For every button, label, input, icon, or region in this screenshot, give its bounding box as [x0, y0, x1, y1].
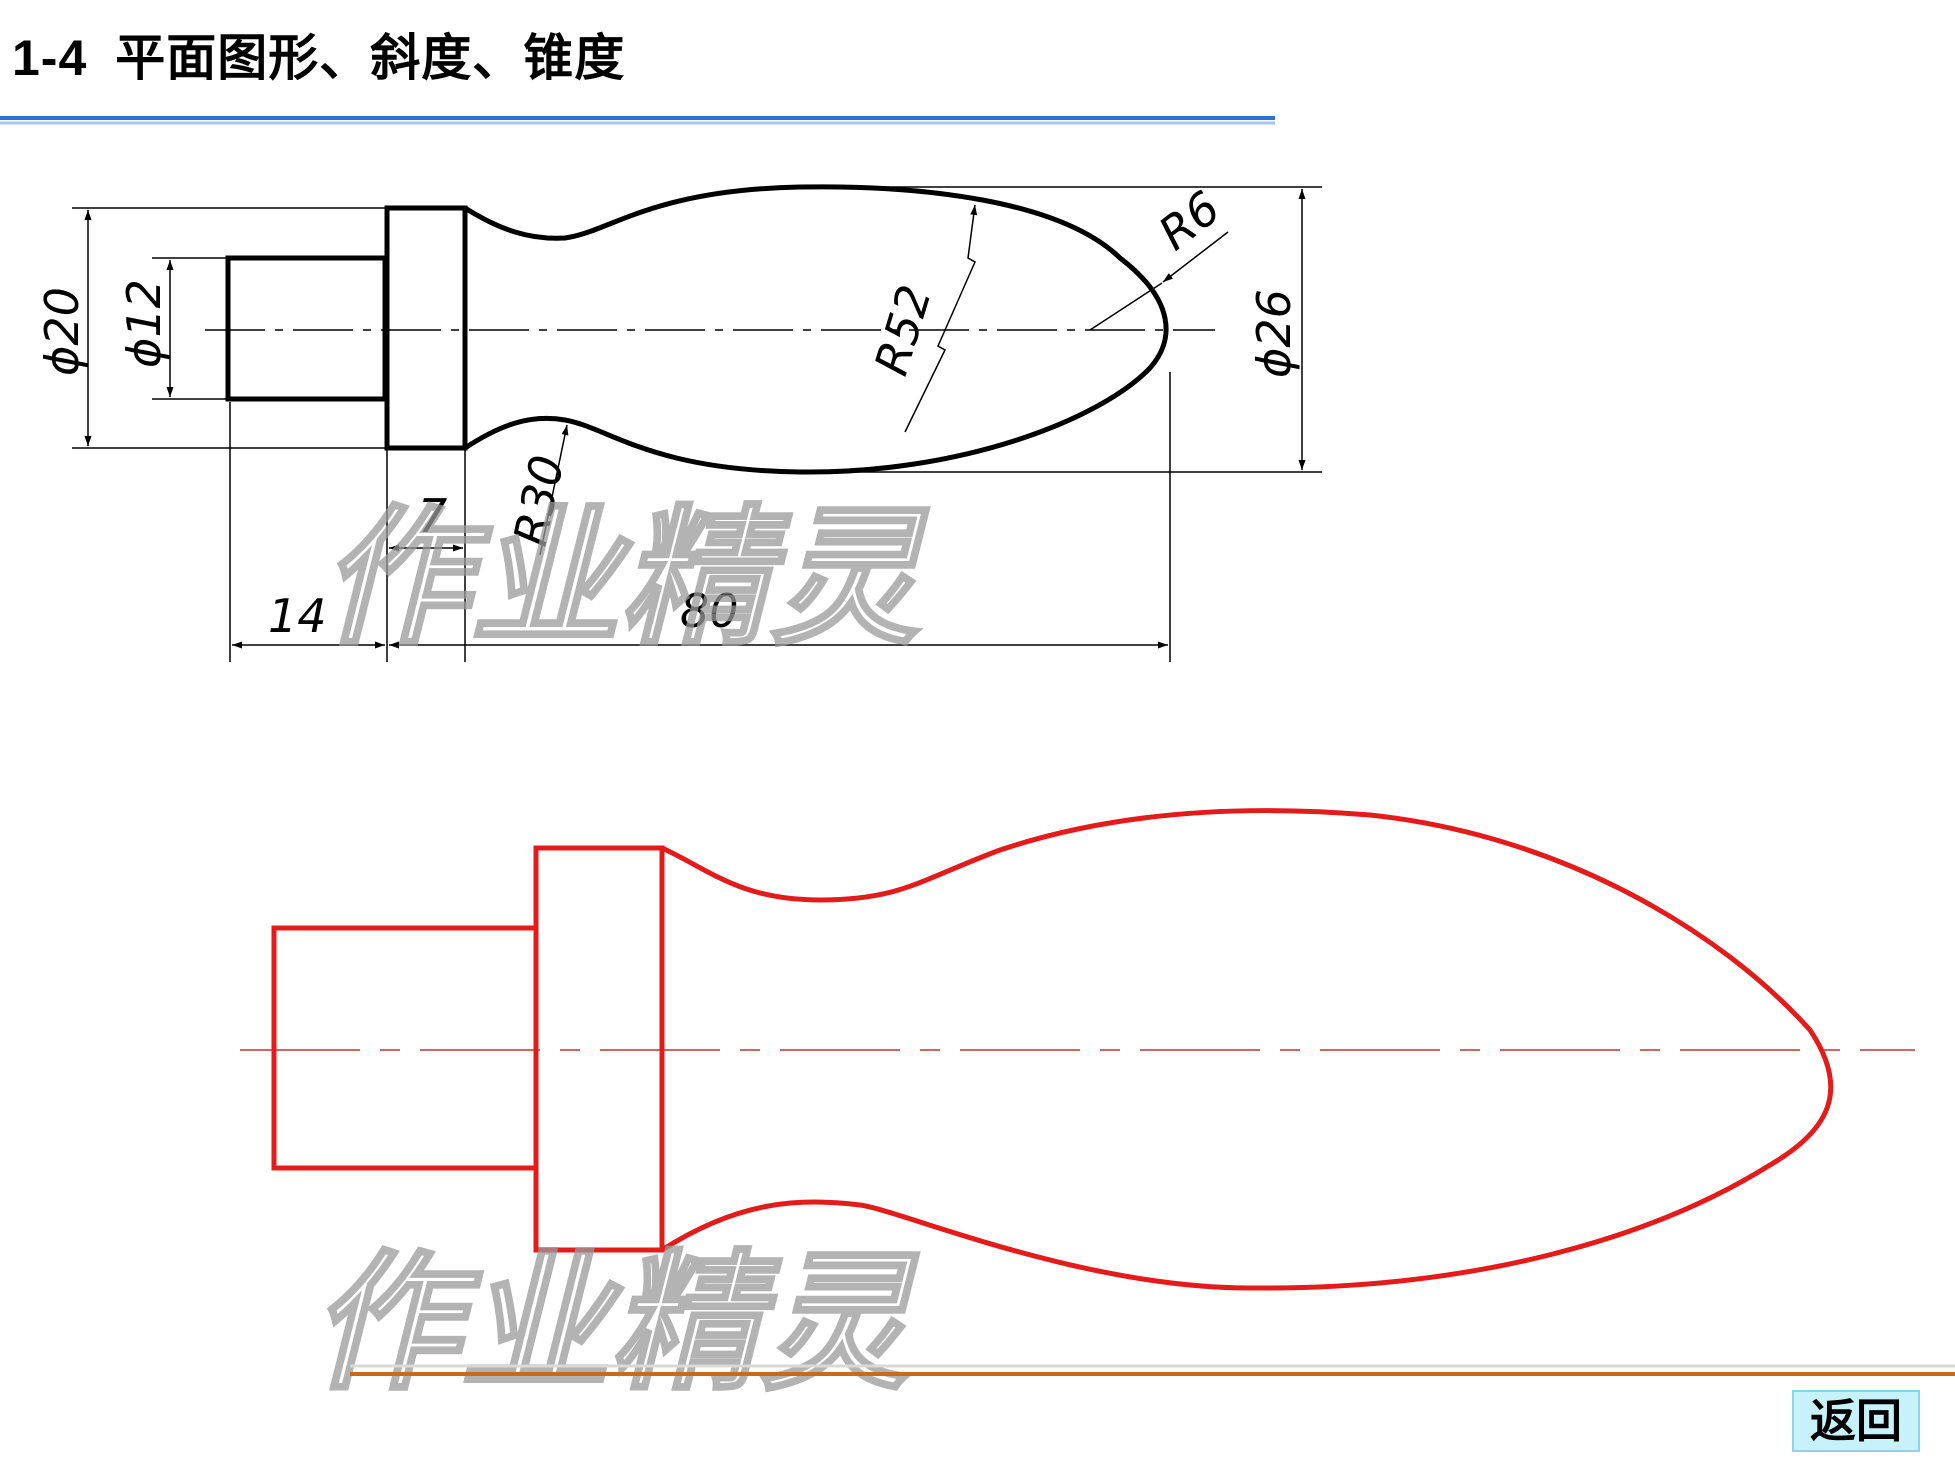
footer-rule [350, 1364, 1955, 1376]
answer-shank-outline [271, 925, 539, 1171]
dim-line-r52 [904, 204, 978, 433]
back-button[interactable]: 返回 [1792, 1390, 1920, 1452]
dim-r52-label: R52 [864, 279, 942, 381]
answer-drawing [240, 808, 1915, 1291]
dim-7-label: 7 [418, 489, 447, 543]
dim-line-r30 [539, 424, 569, 556]
dim-phi26-label: ϕ26 [1247, 289, 1301, 378]
shank-outline [225, 255, 388, 402]
watermark-upper: 作业精灵 [320, 492, 929, 666]
answer-collar-outline [533, 845, 665, 1253]
dim-14-label: 14 [268, 589, 327, 643]
dim-r6-label: R6 [1149, 180, 1230, 260]
page-title: 1-4 平面图形、斜度、锥度 [12, 18, 625, 90]
dim-line-r6 [1162, 231, 1229, 283]
dim-80-label: 80 [680, 584, 739, 638]
answer-handle-outline [660, 808, 1834, 1291]
section-number: 1-4 [12, 30, 88, 86]
handle-outline [463, 184, 1169, 475]
dim-phi20-label: ϕ20 [35, 287, 89, 376]
header-rule [0, 116, 1275, 125]
dim-phi12-label: ϕ12 [117, 279, 171, 368]
watermark-lower: 作业精灵 [310, 1237, 919, 1411]
collar-outline [384, 205, 468, 451]
section-title: 平面图形、斜度、锥度 [115, 29, 626, 87]
